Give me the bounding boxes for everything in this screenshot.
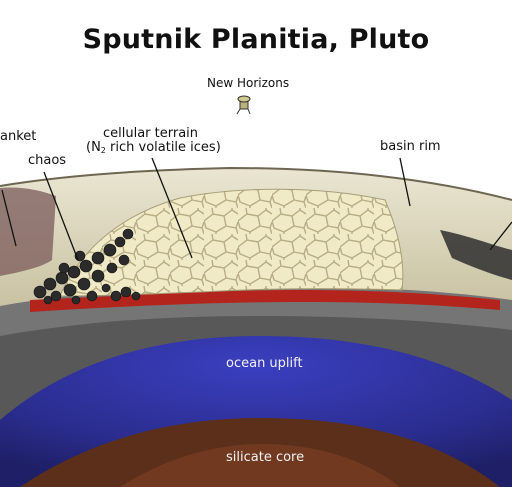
chaos-label: chaos <box>28 153 67 168</box>
new-horizons-spacecraft-icon <box>236 95 251 115</box>
silicate-core-label: silicate core <box>226 450 305 465</box>
blanket-pointer <box>1 189 17 247</box>
rim-fracture-zone <box>440 230 512 280</box>
cellular-terrain-label: cellular terrain (N2 rich volatile ices) <box>86 127 221 158</box>
basin-rim-edge <box>0 166 512 201</box>
core-highlight <box>120 444 400 487</box>
spacecraft-label: New Horizons <box>207 76 290 90</box>
chaos-blocks <box>33 228 141 305</box>
blanket-label: anket <box>0 129 37 144</box>
cellular-terrain-subtitle: (N2 rich volatile ices) <box>86 140 221 156</box>
basin-rim-label: basin rim <box>380 139 441 154</box>
left-blanket-region <box>0 187 56 276</box>
chaos-pointer <box>43 171 79 261</box>
pointer-lines <box>1 157 512 261</box>
basin-rim-pointer <box>399 157 411 207</box>
volatile-ice-base-layer <box>30 290 500 312</box>
cellular-terrain-title: cellular terrain <box>103 126 199 141</box>
diagram-title: Sputnik Planitia, Pluto <box>82 24 430 55</box>
ocean-uplift-label: ocean uplift <box>226 356 303 371</box>
right-edge-pointer <box>489 221 512 251</box>
cellular-terrain <box>59 188 404 297</box>
cellular-terrain-pointer <box>151 157 193 259</box>
